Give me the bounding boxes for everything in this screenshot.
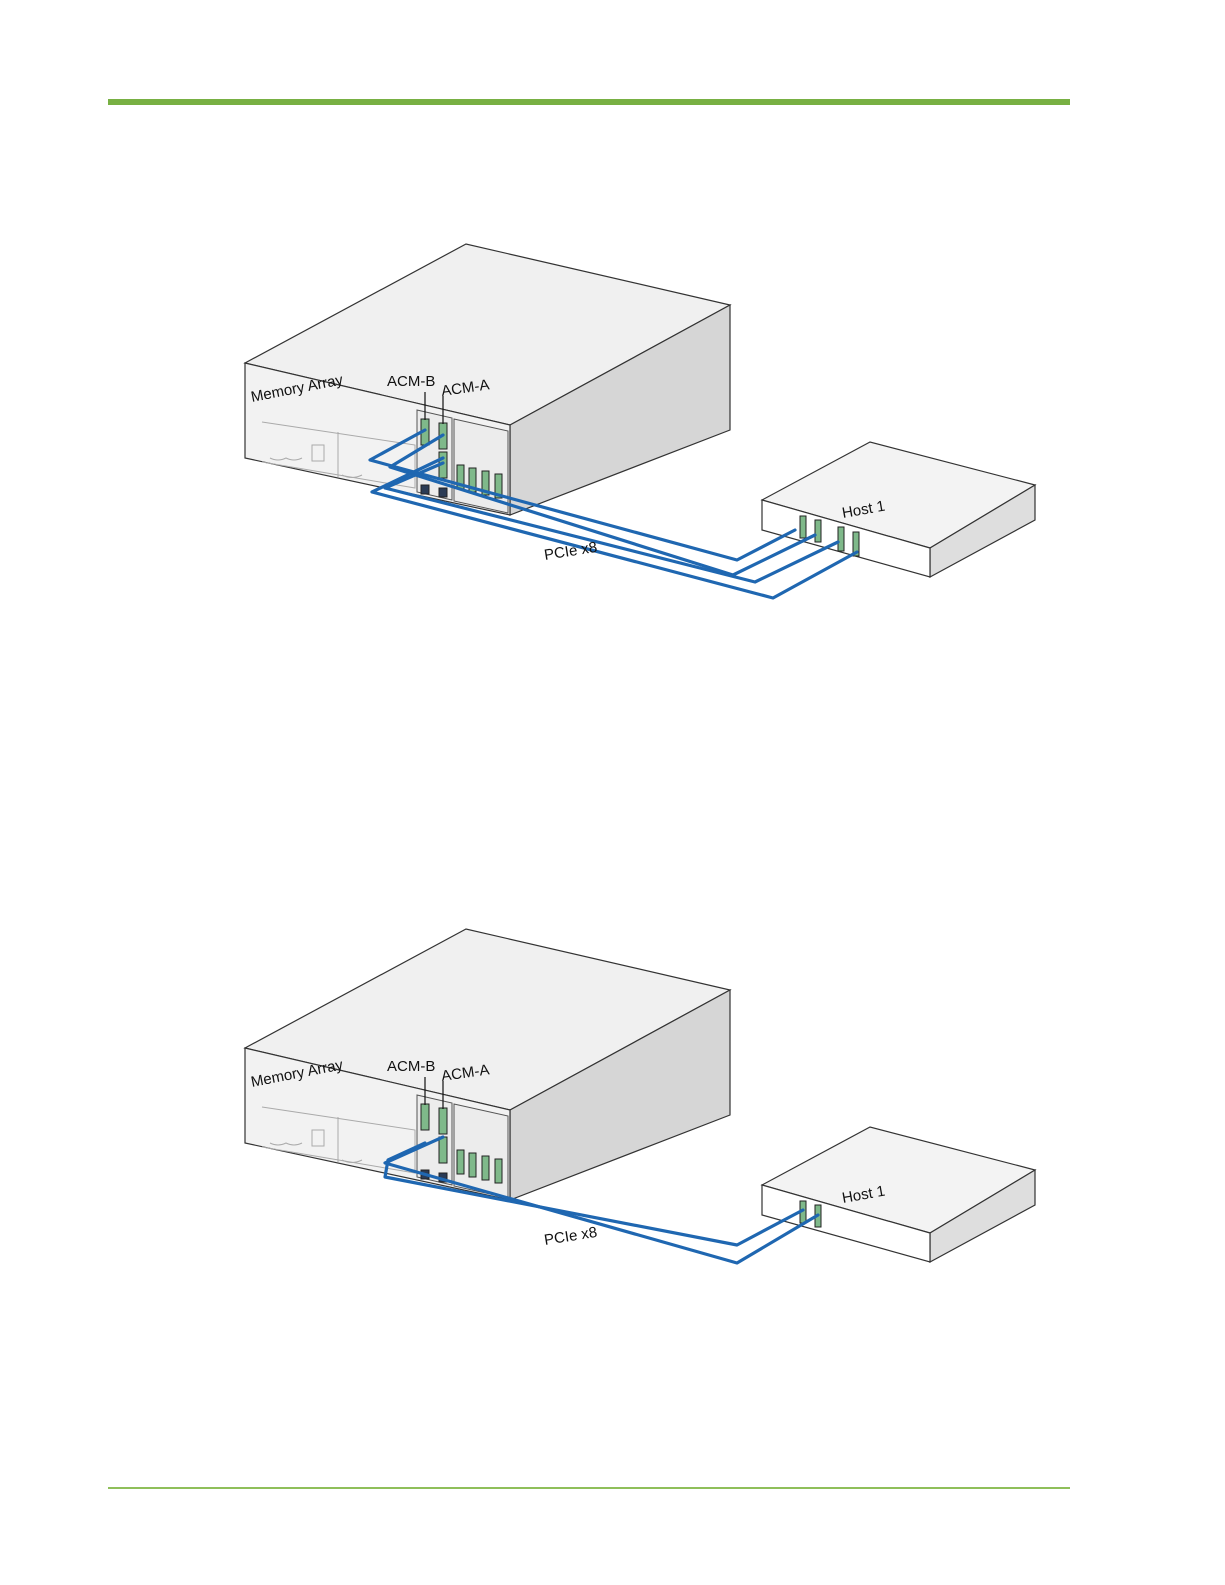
diagram-svg: Memory Array ACM-B ACM-A Host 1 PCIe x8 [0,230,1225,690]
host-1-chassis [762,442,1035,577]
pcie-link-label: PCIe x8 [543,1224,598,1249]
diagram-four-cable-connection: Memory Array ACM-B ACM-A Host 1 PCIe x8 [0,230,1225,690]
pcie-link-label: PCIe x8 [543,539,598,564]
footer-rule [108,1487,1070,1489]
host-1-chassis [762,1127,1035,1262]
acm-b-label: ACM-B [387,1058,435,1075]
diagram-svg: Memory Array ACM-B ACM-A Host 1 PCIe x8 [0,915,1225,1375]
diagram-two-cable-connection: Memory Array ACM-B ACM-A Host 1 PCIe x8 [0,915,1225,1375]
header-rule [108,99,1070,105]
acm-b-ports [421,1104,429,1130]
acm-b-label: ACM-B [387,373,435,390]
